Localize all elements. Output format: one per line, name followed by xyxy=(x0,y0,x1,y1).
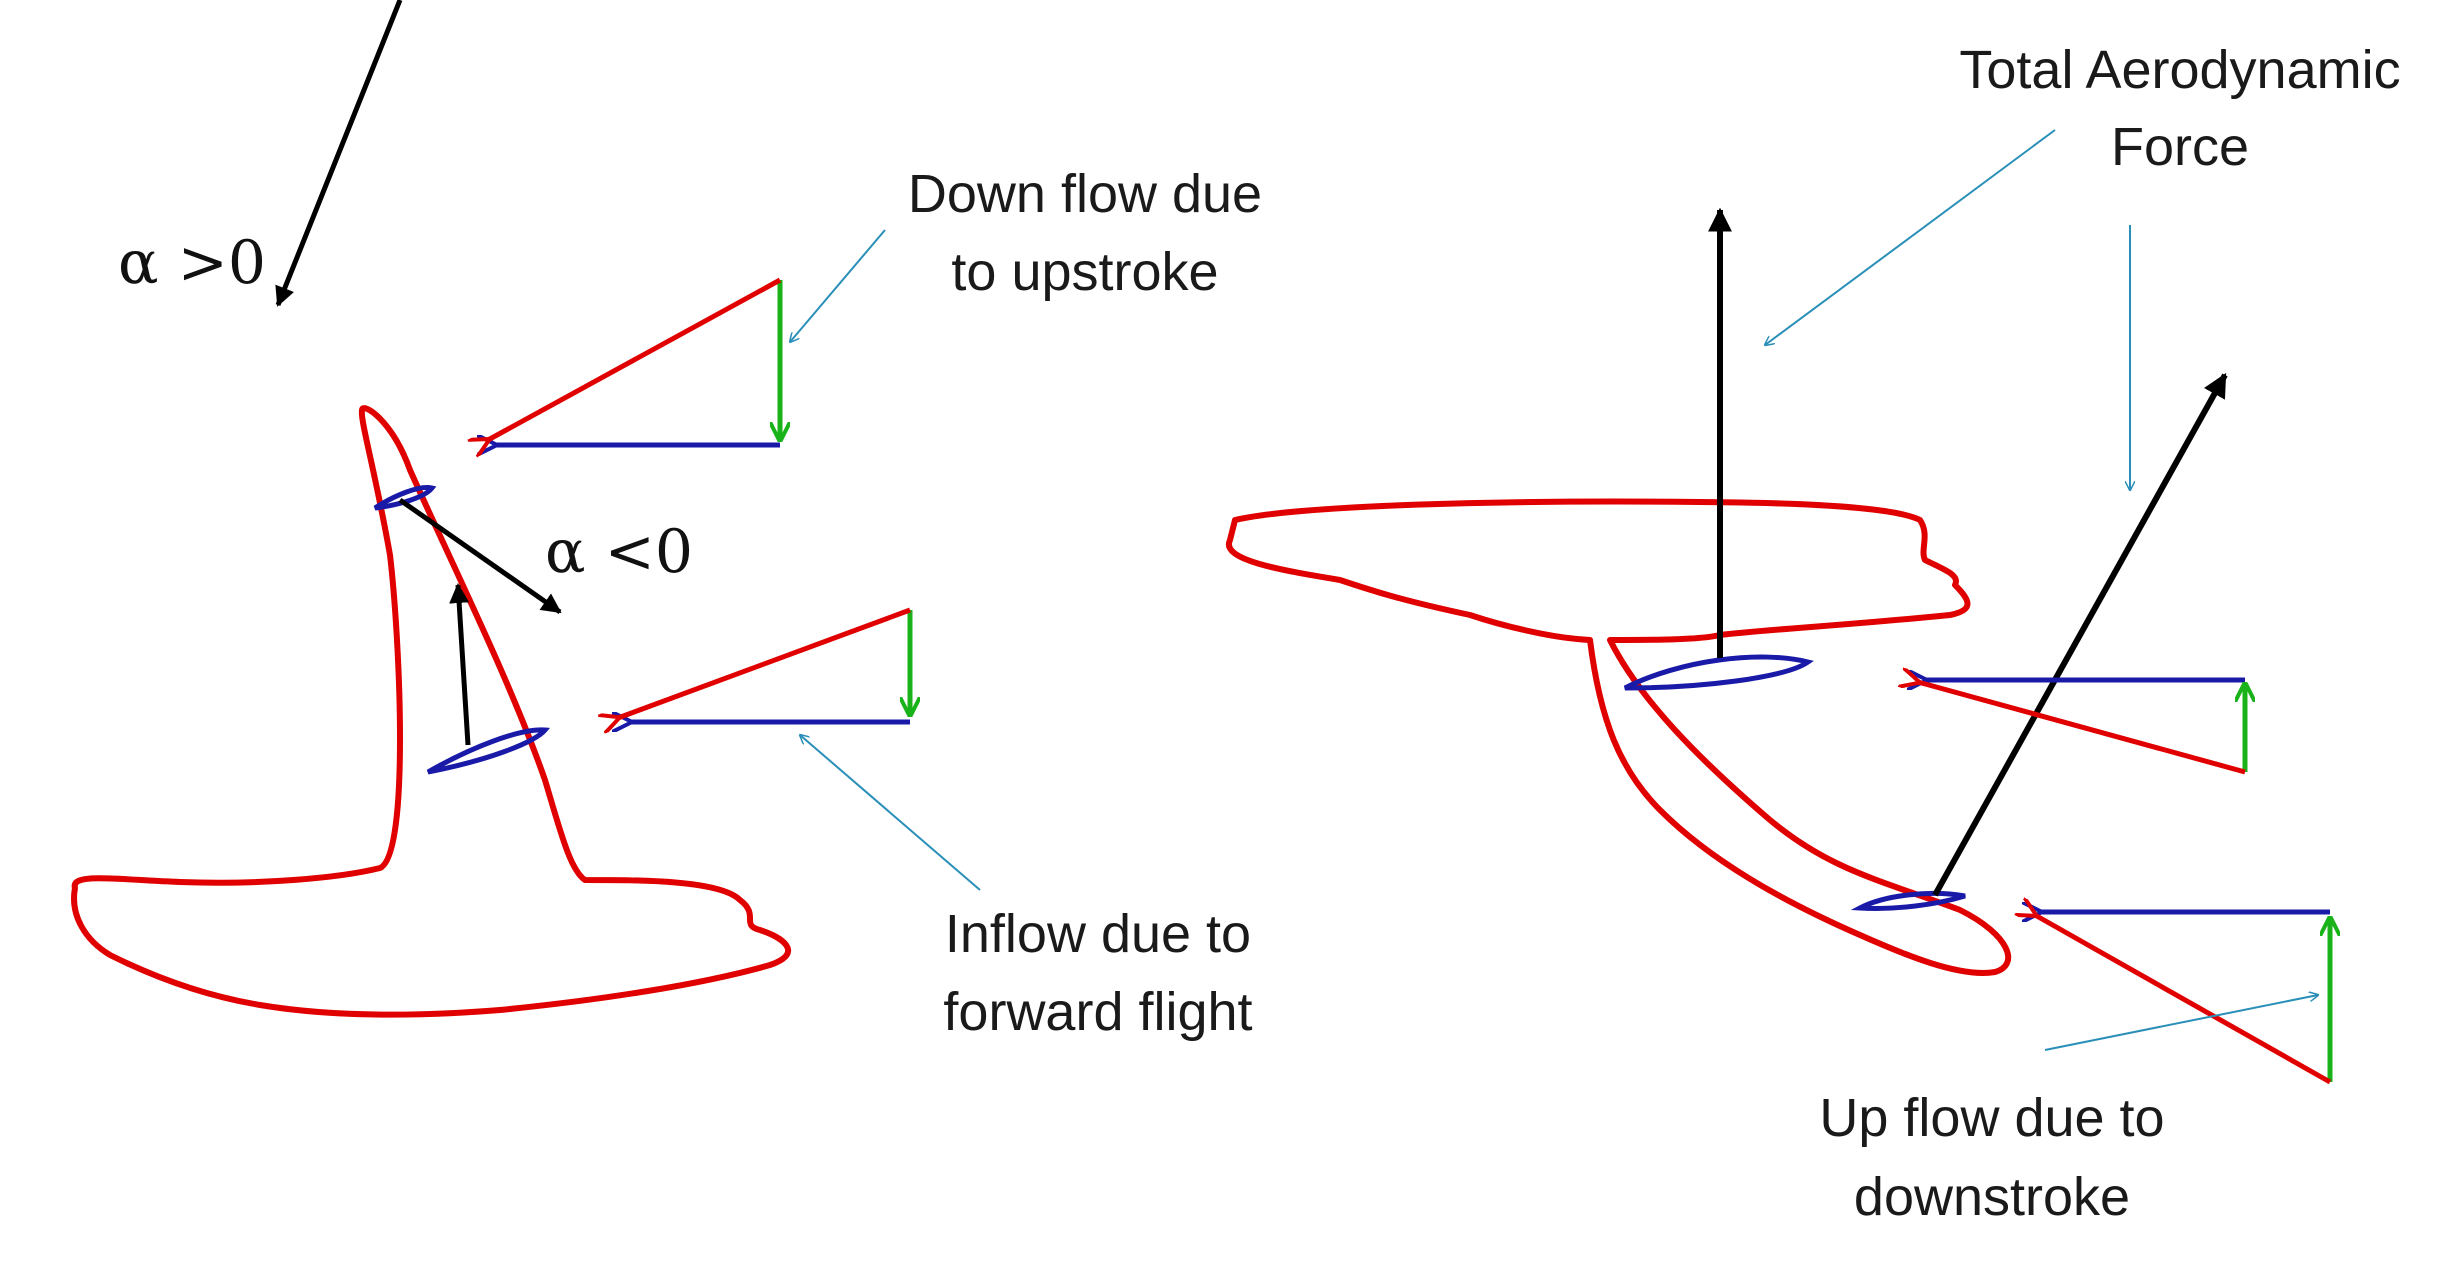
alpha-negative-label: α <0 xyxy=(545,517,693,587)
left-lift-arrow xyxy=(449,583,471,746)
right-lower-resultant-vector xyxy=(2035,915,2332,1085)
total-force-label-line2: Force xyxy=(2111,117,2249,177)
up-flow-callout-line xyxy=(2044,995,2318,1051)
total-force-callout-left xyxy=(1765,129,2056,345)
right-upper-airfoil xyxy=(1623,654,1814,691)
upper-resultant-vector xyxy=(488,277,782,440)
inflow-callout-line xyxy=(800,735,981,891)
alpha-axis-arrow-positive xyxy=(275,0,403,307)
downstroke-figure: Total Aerodynamic Force Up flow due to d… xyxy=(1225,40,2401,1227)
up-flow-label-line1: Up flow due to xyxy=(1819,1088,2164,1148)
down-flow-label-line1: Down flow due xyxy=(908,164,1262,224)
upstroke-figure: α >0 α <0 Down flow due to upstroke Infl… xyxy=(71,0,1262,1042)
right-body-outline xyxy=(1225,498,2012,976)
left-body-outline xyxy=(71,405,792,1018)
alpha-positive-label: α >0 xyxy=(118,228,266,298)
inflow-label-line2: forward flight xyxy=(943,982,1252,1042)
right-lower-force-arrow xyxy=(1932,372,2228,897)
right-upper-velocity-triangle xyxy=(1918,680,2246,775)
total-force-label-line1: Total Aerodynamic xyxy=(1959,40,2400,100)
down-flow-callout-line xyxy=(790,229,886,342)
alpha-axis-arrow-negative xyxy=(398,497,562,615)
lower-resultant-vector xyxy=(618,607,911,718)
inflow-label-line1: Inflow due to xyxy=(945,904,1251,964)
lower-velocity-triangle xyxy=(618,607,911,722)
down-flow-label-line2: to upstroke xyxy=(951,242,1218,302)
right-lower-airfoil xyxy=(1850,890,1966,911)
upper-velocity-triangle xyxy=(488,277,782,445)
right-lower-velocity-triangle xyxy=(2035,912,2332,1085)
up-flow-label-line2: downstroke xyxy=(1854,1167,2130,1227)
left-lower-airfoil xyxy=(426,727,551,775)
right-upper-resultant-vector xyxy=(1918,682,2246,775)
left-upper-airfoil xyxy=(373,484,437,511)
